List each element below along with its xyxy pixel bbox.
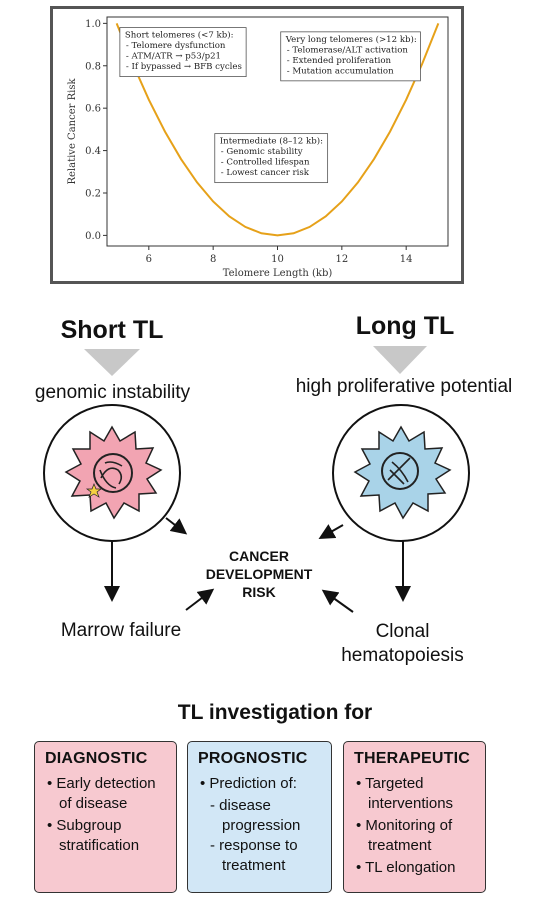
x-tick-label: 14 — [400, 254, 413, 265]
short-cell-nucleus — [93, 453, 133, 493]
short-tl-title: Short TL — [60, 316, 164, 344]
investigation-heading: TL investigation for — [177, 701, 373, 724]
short-tl-arrow-triangle — [84, 349, 140, 376]
clonal-to-risk-arrow — [321, 589, 354, 613]
annotation-box-2 — [280, 31, 421, 82]
annotation-text: - Lowest cancer risk — [221, 168, 310, 178]
cancer-risk-line-1: CANCER — [229, 548, 289, 564]
annotation-text: - Controlled lifespan — [221, 158, 310, 168]
annotation-text: Very long telomeres (>12 kb): — [285, 34, 417, 45]
prognostic-sub-1: - disease progression — [210, 797, 301, 834]
x-axis-label: Telomere Length (kb) — [223, 268, 333, 279]
clonal-hematopoiesis-label: Clonal hematopoiesis — [335, 620, 470, 668]
therapeutic-bullet-1: • Targeted interventions — [356, 775, 454, 812]
clonal-line-1: Clonal — [375, 621, 430, 642]
therapeutic-box: THERAPEUTIC • Targeted interventions • M… — [343, 741, 486, 893]
diagnostic-title: DIAGNOSTIC — [45, 750, 148, 767]
annotation-text: - Genomic stability — [221, 147, 303, 157]
x-tick-label: 12 — [335, 254, 348, 265]
therapeutic-bullet-3: • TL elongation — [356, 859, 456, 876]
y-tick-label: 1.0 — [85, 19, 101, 30]
marrow-failure-label: Marrow failure — [60, 620, 182, 641]
genomic-instability-label: genomic instability — [34, 382, 191, 403]
annotation-box-3 — [214, 133, 329, 184]
short-to-risk-arrow — [165, 517, 188, 535]
y-tick-label: 0.6 — [85, 104, 101, 115]
marrow-to-risk-arrow — [185, 588, 215, 611]
diagnostic-bullet-1: • Early detection of disease — [47, 775, 156, 812]
prognostic-bullet-1: • Prediction of: — [200, 775, 297, 792]
long-to-risk-arrow — [318, 524, 344, 539]
high-proliferative-label: high proliferative potential — [295, 376, 513, 397]
annotation-text: Intermediate (8–12 kb): — [220, 136, 323, 147]
y-axis-label: Relative Cancer Risk — [67, 78, 78, 185]
x-tick-label: 8 — [210, 254, 216, 265]
annotation-text: - Extended proliferation — [287, 56, 392, 66]
annotation-text: Short telomeres (<7 kb): — [125, 30, 234, 41]
short-cell-damage-star — [85, 483, 103, 498]
risk-curve-line — [115, 22, 440, 237]
annotation-text: - Telomerase/ALT activation — [287, 45, 409, 55]
long-tl-title: Long TL — [355, 312, 455, 340]
therapeutic-title: THERAPEUTIC — [354, 750, 470, 767]
cancer-risk-label: CANCER DEVELOPMENT RISK — [188, 547, 330, 601]
annotation-text: - Mutation accumulation — [287, 66, 394, 76]
x-tick-label: 10 — [271, 254, 284, 265]
y-tick-label: 0.0 — [85, 231, 101, 242]
long-tl-arrow-triangle — [373, 346, 427, 374]
annotation-text: - If bypassed → BFB cycles — [126, 62, 242, 72]
therapeutic-bullet-2: • Monitoring of treatment — [356, 817, 453, 854]
annotation-text: - Telomere dysfunction — [126, 41, 226, 51]
annotation-text: - ATM/ATR → p53/p21 — [126, 52, 221, 62]
y-tick-label: 0.4 — [85, 146, 101, 157]
y-tick-label: 0.2 — [85, 188, 101, 199]
cancer-risk-line-3: RISK — [242, 584, 276, 600]
diagnostic-bullet-2: • Subgroup stratification — [47, 817, 140, 854]
y-tick-label: 0.8 — [85, 61, 101, 72]
prognostic-box: PROGNOSTIC • Prediction of: - disease pr… — [187, 741, 332, 893]
x-tick-label: 6 — [146, 254, 152, 265]
clonal-line-2: hematopoiesis — [341, 645, 464, 666]
prognostic-sub-2: - response to treatment — [210, 837, 298, 874]
cancer-risk-line-2: DEVELOPMENT — [205, 566, 313, 582]
diagnostic-box: DIAGNOSTIC • Early detection of disease … — [34, 741, 177, 893]
annotation-box-1 — [119, 27, 247, 78]
prognostic-title: PROGNOSTIC — [198, 750, 308, 767]
